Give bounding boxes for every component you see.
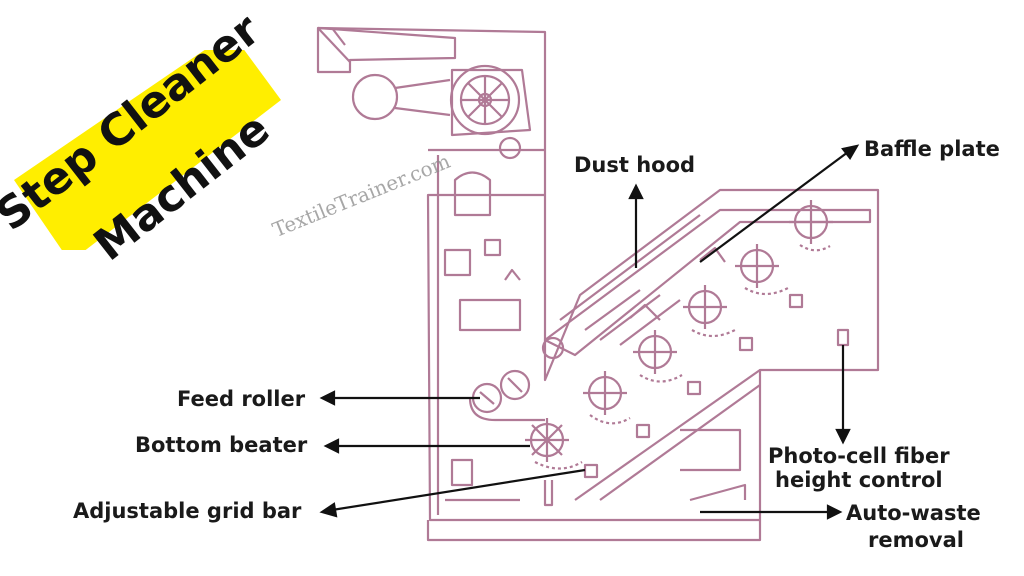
dust-hood-housing — [543, 208, 872, 357]
label-adjustable-grid-bar: Adjustable grid bar — [73, 499, 302, 523]
grid-bars — [534, 244, 831, 470]
label-auto-waste-line1: Auto-waste — [846, 501, 981, 525]
feed-roller-right — [499, 369, 531, 401]
title-badge: Step Cleaner Machine — [0, 4, 286, 271]
label-auto-waste-line2: removal — [868, 528, 964, 552]
photocell-box — [836, 328, 850, 347]
inlet-duct — [316, 26, 457, 74]
title-badge-shape — [14, 50, 281, 250]
label-photo-cell-line2: height control — [775, 468, 943, 492]
label-baffle-plate: Baffle plate — [864, 137, 1000, 161]
label-photo-cell-line1: Photo-cell fiber — [768, 444, 950, 468]
label-bottom-beater: Bottom beater — [135, 433, 308, 457]
label-feed-roller: Feed roller — [177, 387, 306, 411]
beater-series — [525, 200, 833, 462]
condenser-drum — [351, 73, 399, 121]
label-dust-hood: Dust hood — [574, 153, 696, 177]
